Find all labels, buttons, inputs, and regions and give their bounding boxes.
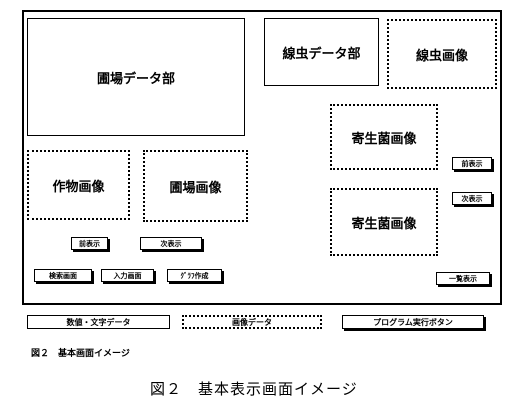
legend-program-button: プログラム実行ボタン: [342, 315, 484, 329]
input-screen-button[interactable]: 入力画面: [101, 269, 154, 282]
screen-frame: [22, 10, 502, 305]
prev-button-right[interactable]: 前表示: [452, 157, 492, 170]
list-view-button[interactable]: 一覧表示: [436, 272, 490, 285]
legend-numeric-text: 数値・文字データ: [27, 315, 170, 329]
parasite-image-area-1: 寄生菌画像: [330, 104, 438, 170]
graph-create-button[interactable]: ｸﾞﾗﾌ作成: [167, 269, 222, 282]
nematode-image-area: 線虫画像: [387, 19, 497, 89]
legend-image-data: 画像データ: [182, 315, 322, 329]
next-button-left[interactable]: 次表示: [140, 237, 202, 250]
nematode-data-panel: 線虫データ部: [264, 18, 379, 86]
caption-large: 図２ 基本表示画面イメージ: [150, 380, 358, 398]
field-image-area: 圃場画像: [143, 150, 248, 222]
search-screen-button[interactable]: 検索画面: [34, 269, 92, 282]
prev-button-left[interactable]: 前表示: [71, 237, 108, 250]
field-data-panel: 圃場データ部: [27, 18, 245, 136]
crop-image-area: 作物画像: [27, 150, 130, 220]
caption-small: 図２ 基本画面イメージ: [31, 349, 130, 359]
parasite-image-area-2: 寄生菌画像: [330, 188, 438, 256]
next-button-right[interactable]: 次表示: [452, 192, 492, 205]
